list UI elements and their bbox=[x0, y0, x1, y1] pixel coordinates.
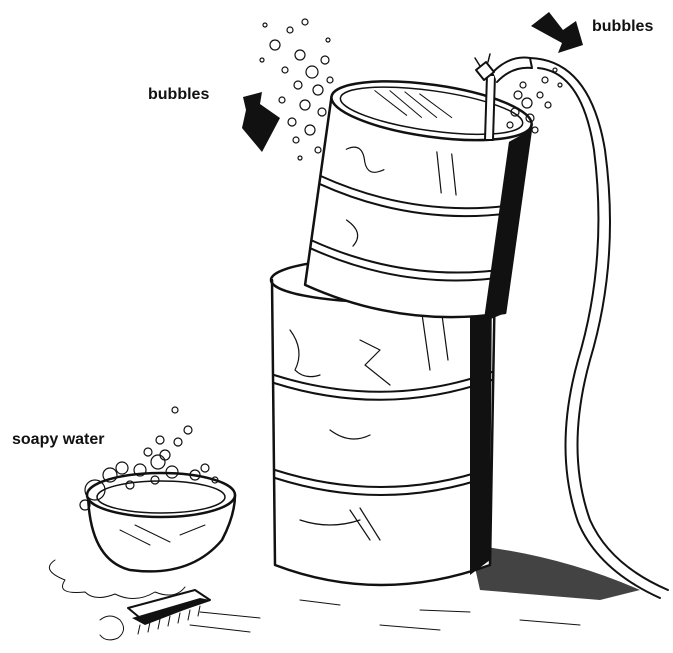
scrub-brush bbox=[100, 590, 210, 640]
top-drum bbox=[303, 71, 535, 328]
bubbles-at-rim bbox=[260, 19, 333, 160]
label-bubbles-top-right: bubbles bbox=[592, 18, 653, 35]
arrow-bubbles-left bbox=[242, 92, 280, 152]
soapy-water-bowl bbox=[49, 473, 235, 599]
label-bubbles-left: bubbles bbox=[148, 86, 209, 103]
arrow-bubbles-top-right bbox=[531, 12, 583, 53]
label-soapy-water: soapy water bbox=[12, 431, 104, 448]
garden-hose bbox=[530, 58, 668, 590]
